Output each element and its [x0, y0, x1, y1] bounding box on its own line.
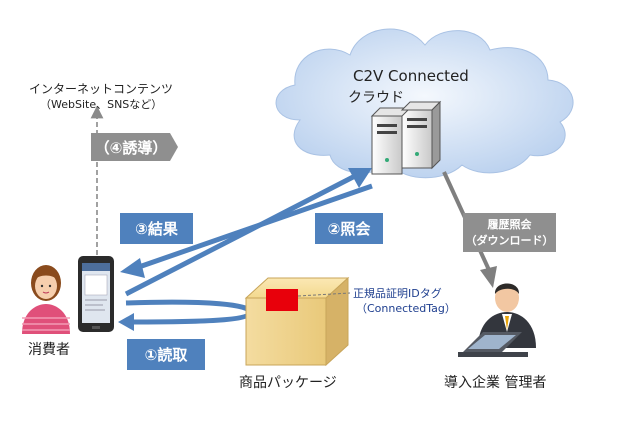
internet-title: インターネットコンテンツ — [29, 82, 174, 96]
guide-label: （④誘導） — [94, 138, 168, 157]
smartphone-icon — [78, 256, 114, 332]
cloud-title: C2V Connected — [353, 67, 469, 85]
history-line1: 履歴照会 — [487, 218, 532, 231]
tag-line1: 正規品証明IDタグ — [353, 287, 442, 300]
read-label: ①読取 — [144, 346, 188, 364]
server-icon — [370, 100, 442, 175]
query-arrow — [124, 168, 372, 297]
package-label: 商品パッケージ — [239, 375, 337, 391]
tag-line2: （ConnectedTag） — [356, 302, 456, 315]
history-box — [463, 213, 556, 252]
cloud-subtitle: クラウド — [348, 90, 404, 106]
package-icon — [244, 276, 351, 367]
result-label: ③結果 — [135, 220, 178, 238]
result-box — [120, 213, 193, 244]
query-box — [315, 213, 383, 244]
read-box — [127, 339, 205, 370]
history-line2: （ダウンロード） — [465, 234, 554, 247]
query-label: ②照会 — [327, 220, 371, 238]
tag-icon — [266, 289, 298, 311]
guide-box — [91, 133, 178, 161]
internet-subtitle: （WebSite、SNSなど） — [40, 98, 163, 111]
admin-label: 導入企業 管理者 — [444, 375, 547, 391]
consumer-label: 消費者 — [28, 342, 70, 358]
admin-icon — [458, 283, 536, 357]
result-arrow — [120, 183, 373, 278]
read-arrow — [118, 299, 253, 331]
consumer-icon — [22, 265, 70, 334]
